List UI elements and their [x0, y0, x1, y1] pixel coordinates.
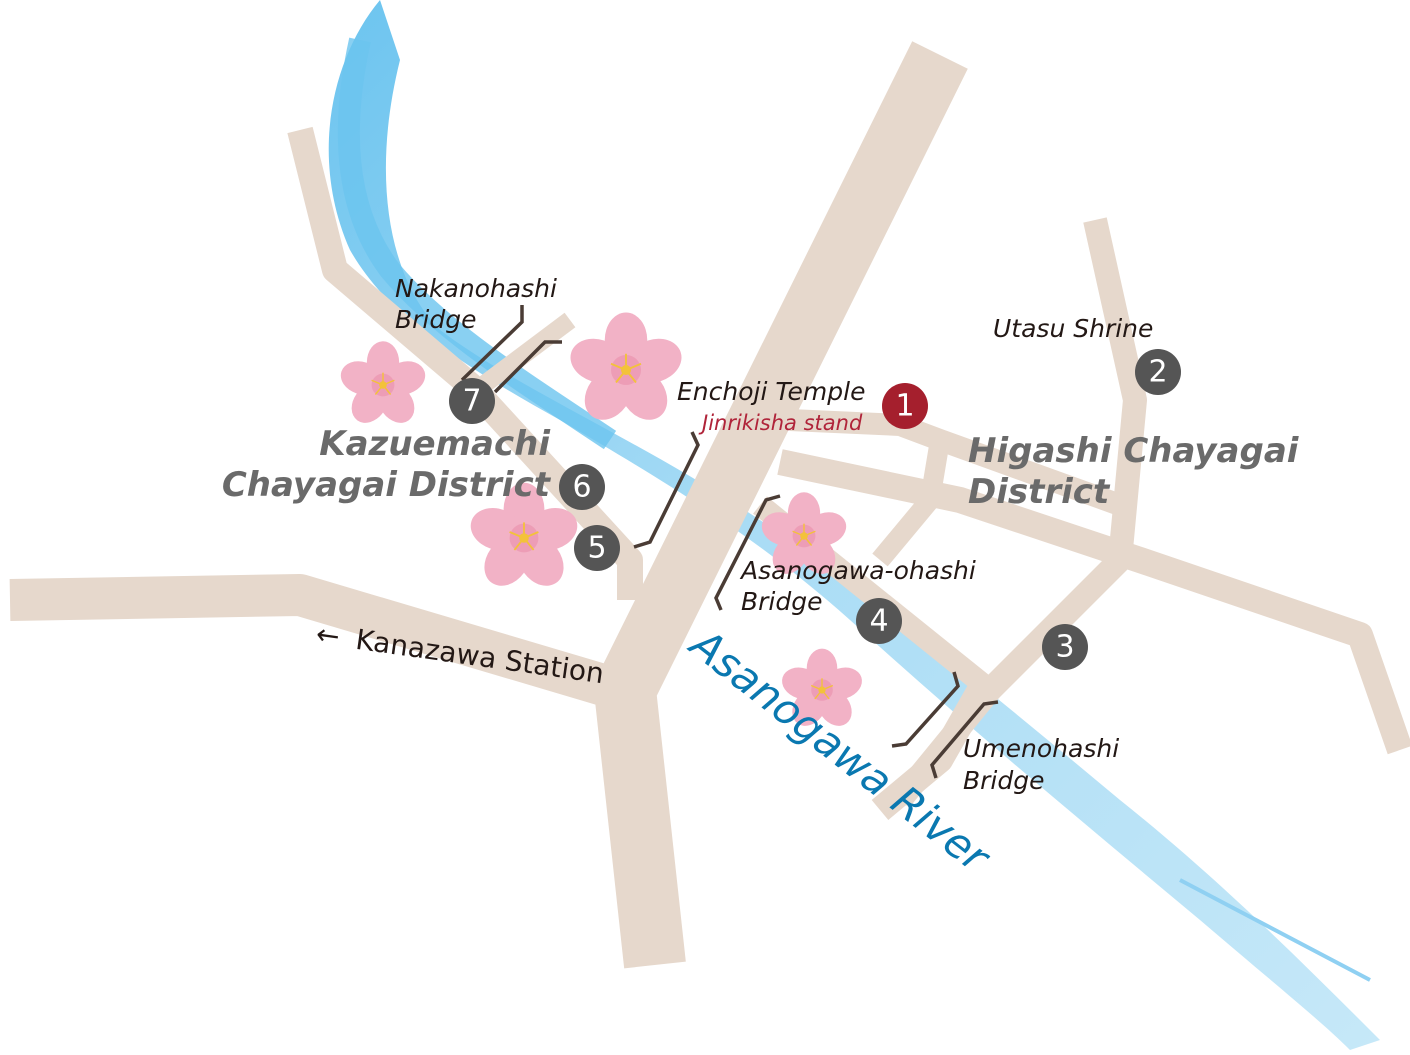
svg-text:4: 4: [869, 604, 888, 639]
asanogawa-ohashi-label: Asanogawa-ohashi: [739, 556, 976, 585]
kazuemachi-label: Kazuemachi: [319, 424, 551, 464]
svg-text:7: 7: [462, 384, 481, 419]
utasu-shrine-label: Utasu Shrine: [993, 314, 1153, 343]
asanogawa-river: [328, 0, 1381, 1050]
higashi-chayagai-label: Higashi Chayagai: [968, 431, 1300, 471]
umenohashi-label: Umenohashi: [963, 734, 1119, 763]
left-arrow-icon: ←: [314, 617, 342, 653]
enchoji-label: Enchoji Temple: [677, 377, 865, 406]
marker-7[interactable]: 7: [449, 378, 495, 424]
marker-3[interactable]: 3: [1042, 624, 1088, 670]
nakanohashi-label: Nakanohashi: [395, 274, 557, 303]
roads: [9, 41, 1410, 969]
asanogawa-ohashi-label-2: Bridge: [741, 587, 823, 616]
svg-text:5: 5: [587, 531, 606, 566]
kazuemachi-label-2: Chayagai District: [222, 465, 552, 505]
marker-1[interactable]: 1: [882, 383, 928, 429]
marker-6[interactable]: 6: [559, 464, 605, 510]
svg-text:6: 6: [572, 470, 591, 505]
higashi-chayagai-label-2: District: [968, 472, 1111, 512]
marker-4[interactable]: 4: [856, 598, 902, 644]
svg-text:1: 1: [895, 389, 914, 424]
svg-text:3: 3: [1055, 630, 1074, 665]
jinrikisha-label: Jinrikisha stand: [698, 411, 863, 435]
svg-text:2: 2: [1148, 355, 1167, 390]
nakanohashi-label-2: Bridge: [395, 305, 477, 334]
umenohashi-label-2: Bridge: [963, 766, 1045, 795]
bridge-leaders: [460, 305, 999, 779]
marker-2[interactable]: 2: [1135, 349, 1181, 395]
marker-5[interactable]: 5: [574, 525, 620, 571]
